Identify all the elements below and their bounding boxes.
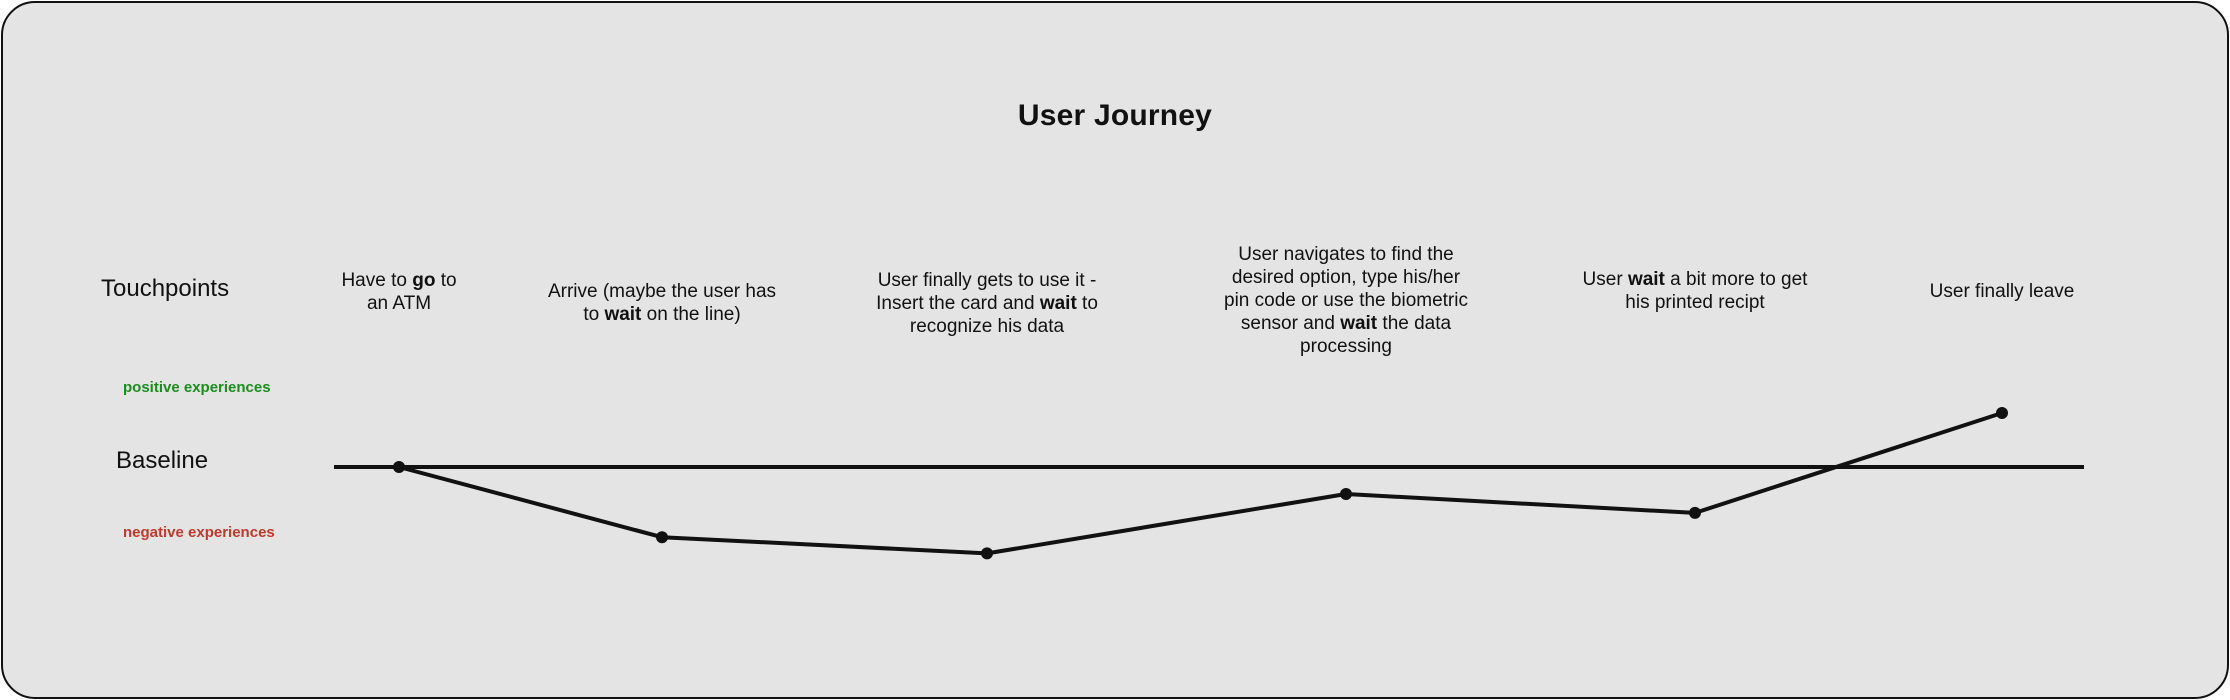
- journey-line-chart: [334, 407, 2084, 560]
- emphasis-text: wait: [1039, 293, 1077, 314]
- page-title: User Journey: [1017, 99, 1213, 132]
- negative-experiences-label: negative experiences: [123, 524, 275, 541]
- baseline-label: Baseline: [116, 447, 209, 474]
- touchpoint-text: Have to: [341, 270, 413, 291]
- touchpoint-text: recognize his data: [909, 316, 1065, 337]
- touchpoint-text: User navigates to find the: [1238, 244, 1454, 265]
- touchpoint-text: on the line): [641, 304, 741, 325]
- touchpoint-leave: User finally leave: [1930, 280, 2075, 303]
- touchpoint-text: User finally gets to use it -: [877, 270, 1097, 291]
- touchpoint-use-it: User finally gets to use it -Insert the …: [876, 269, 1098, 338]
- journey-point-go-to-atm: [393, 461, 405, 473]
- touchpoint-text: User finally leave: [1929, 281, 2075, 302]
- journey-path: [398, 411, 2003, 556]
- journey-points: [393, 407, 2008, 560]
- positive-experiences-label: positive experiences: [123, 379, 271, 396]
- emphasis-text: wait: [604, 304, 642, 325]
- touchpoint-text: pin code or use the biometric: [1224, 290, 1468, 311]
- touchpoint-text: the data: [1377, 313, 1452, 334]
- touchpoint-text: a bit more to get: [1664, 269, 1808, 290]
- touchpoint-text: to: [583, 304, 605, 325]
- journey-point-arrive: [656, 531, 668, 544]
- touchpoints-label: Touchpoints: [101, 275, 230, 302]
- touchpoint-text: Arrive (maybe the user has: [547, 281, 777, 302]
- touchpoint-text: User: [1582, 269, 1628, 290]
- touchpoint-text: processing: [1300, 336, 1392, 357]
- touchpoint-text: Insert the card and: [876, 293, 1040, 314]
- touchpoint-text: to: [1076, 293, 1098, 314]
- journey-point-navigate: [1340, 488, 1352, 500]
- emphasis-text: wait: [1627, 269, 1665, 290]
- touchpoint-text: an ATM: [366, 293, 432, 314]
- emphasis-text: go: [412, 270, 436, 291]
- emphasis-text: wait: [1340, 313, 1378, 334]
- journey-point-leave: [1996, 407, 2008, 419]
- journey-point-receipt: [1689, 506, 1701, 519]
- journey-point-use-it: [981, 547, 993, 560]
- touchpoint-text: his printed recipt: [1625, 292, 1765, 313]
- touchpoint-text: sensor and: [1240, 313, 1341, 334]
- touchpoint-text: to: [435, 270, 457, 291]
- touchpoint-text: desired option, type his/her: [1231, 267, 1461, 288]
